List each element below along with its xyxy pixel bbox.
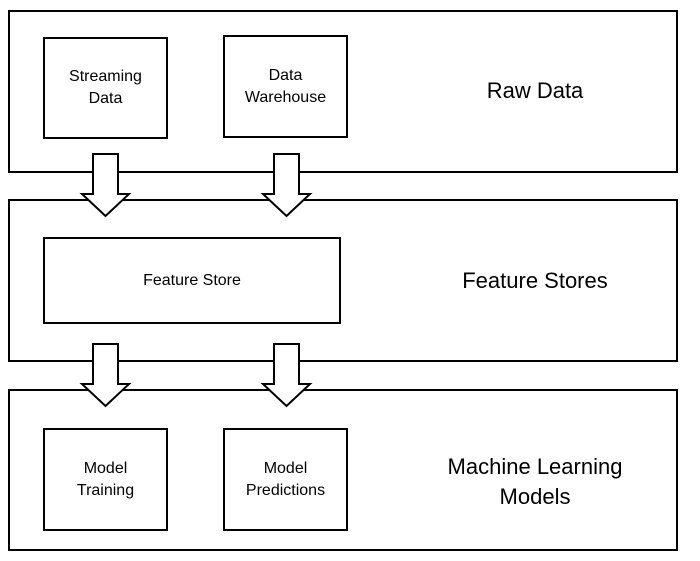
raw-data-layer-label: Raw Data [486,78,584,103]
model-predictions-label: Model Predictions [245,459,326,499]
data-warehouse-box: Data Warehouse [223,35,348,138]
model-training-label: Model Training [76,459,135,499]
streaming-data-label: Streaming Data [69,68,142,107]
ml-models-layer-label: Machine Learning Models [447,454,623,509]
streaming-data-box: Streaming Data [43,37,168,139]
feature-store-label: Feature Store [143,271,241,289]
model-predictions-box: Model Predictions [223,428,348,531]
feature-stores-layer-label: Feature Stores [462,268,608,293]
data-warehouse-label: Data Warehouse [244,66,327,106]
model-training-box: Model Training [43,428,168,531]
feature-store-box: Feature Store [43,237,341,324]
